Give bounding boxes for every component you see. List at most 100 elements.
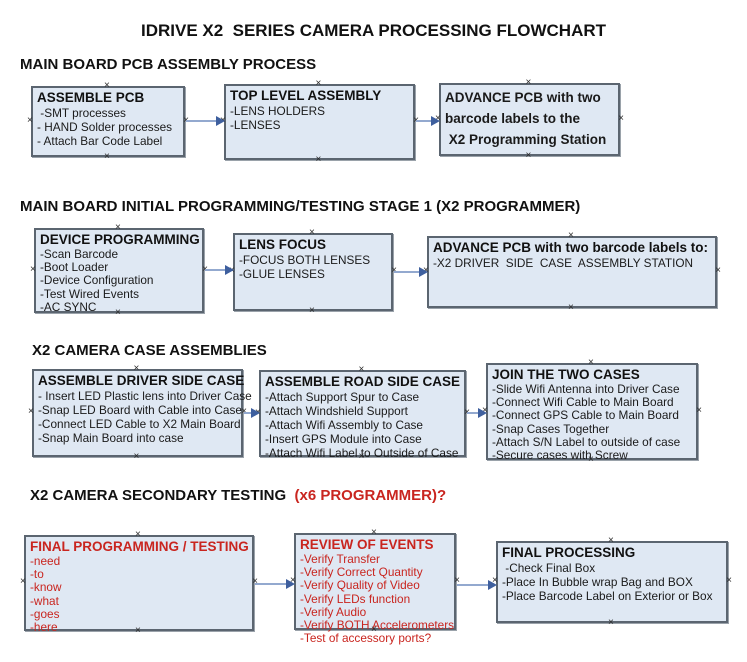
flow-arrow-icon xyxy=(205,265,234,275)
connector-point-icon xyxy=(134,452,140,462)
connector-point-icon xyxy=(371,528,377,538)
connector-point-icon xyxy=(115,223,121,233)
box-line: - Insert LED Plastic lens into Driver Ca… xyxy=(38,389,252,403)
box-line: -Attach Wifi Label to Outside of Case xyxy=(265,446,459,460)
flow-box-device-programming: DEVICE PROGRAMMING -Scan Barcode -Boot L… xyxy=(34,228,204,314)
box-line: -Device Configuration xyxy=(40,273,154,288)
box-line: -know xyxy=(30,580,62,595)
box-title: TOP LEVEL ASSEMBLY xyxy=(230,88,382,103)
connector-point-icon xyxy=(134,364,140,374)
section-header-case-assemblies: X2 CAMERA CASE ASSEMBLIES xyxy=(32,342,267,359)
connector-point-icon xyxy=(104,152,110,162)
flow-box-assemble-pcb: ASSEMBLE PCB -SMT processes - HAND Solde… xyxy=(31,86,185,157)
box-line: -Verify Audio xyxy=(300,604,367,619)
connector-point-icon xyxy=(135,530,141,540)
flow-arrow-icon xyxy=(244,408,260,418)
connector-point-icon xyxy=(568,303,574,313)
box-line: -Attach Support Spur to Case xyxy=(265,390,420,404)
connector-point-icon xyxy=(608,536,614,546)
box-line: -Verify Correct Quantity xyxy=(300,565,423,580)
connector-point-icon xyxy=(359,365,365,375)
connector-point-icon xyxy=(608,618,614,628)
box-line: -Attach Windshield Support xyxy=(265,404,408,418)
connector-point-icon xyxy=(715,266,721,276)
flow-arrow-icon xyxy=(467,408,487,418)
box-line: -Connect LED Cable to X2 Main Board xyxy=(38,417,241,431)
connector-point-icon xyxy=(568,231,574,241)
box-line: -Verify BOTH Accelerometers xyxy=(300,618,455,633)
flow-box-final-processing: FINAL PROCESSING -Check Final Box -Place… xyxy=(496,541,728,623)
box-title: FINAL PROGRAMMING / TESTING xyxy=(30,539,249,554)
box-line: -Secure cases with Screw xyxy=(492,448,628,463)
connector-point-icon xyxy=(30,265,36,275)
box-title: DEVICE PROGRAMMING xyxy=(40,232,200,247)
section-header-pcb-assembly: MAIN BOARD PCB ASSEMBLY PROCESS xyxy=(20,56,317,73)
box-title: ASSEMBLE PCB xyxy=(37,90,145,105)
box-line: -Attach S/N Label to outside of case xyxy=(492,434,681,449)
box-line: -Connect GPS Cable to Main Board xyxy=(492,408,679,423)
connector-point-icon xyxy=(316,79,322,89)
flow-box-assemble-driver-side-case: ASSEMBLE DRIVER SIDE CASE - Insert LED P… xyxy=(32,369,252,457)
section-header-red-part: (x6 PROGRAMMER)? xyxy=(286,487,447,504)
box-line: -Check Final Box xyxy=(502,561,596,575)
connector-point-icon xyxy=(252,577,258,587)
flow-arrow-icon xyxy=(457,580,497,590)
box-line: -Test Wired Events xyxy=(40,286,139,301)
box-line: -Snap Main Board into case xyxy=(38,431,184,445)
box-line: -Attach Wifi Assembly to Case xyxy=(265,418,423,432)
section-header-initial-programming: MAIN BOARD INITIAL PROGRAMMING/TESTING S… xyxy=(20,198,581,215)
connector-point-icon xyxy=(696,406,702,416)
flow-box-final-programming-testing: FINAL PROGRAMMING / TESTING -need -to -k… xyxy=(24,535,254,635)
box-line: ADVANCE PCB with two xyxy=(445,90,601,105)
flow-box-join-the-two-cases: JOIN THE TWO CASES -Slide Wifi Antenna i… xyxy=(486,363,698,463)
box-line: - Attach Bar Code Label xyxy=(37,134,163,148)
connector-point-icon xyxy=(588,455,594,465)
flow-arrow-icon xyxy=(186,116,225,126)
flow-arrow-icon xyxy=(394,267,428,277)
box-line: -here xyxy=(30,620,58,635)
page-title: IDRIVE X2 SERIES CAMERA PROCESSING FLOWC… xyxy=(140,21,607,40)
box-line: -Slide Wifi Antenna into Driver Case xyxy=(492,382,680,396)
connector-point-icon xyxy=(309,228,315,238)
flow-box-lens-focus: LENS FOCUS -FOCUS BOTH LENSES -GLUE LENS… xyxy=(233,233,393,311)
box-line: -what xyxy=(30,593,59,608)
box-line: -Place In Bubble wrap Bag and BOX xyxy=(502,575,693,589)
box-line: -need xyxy=(30,554,61,568)
box-line: -Boot Loader xyxy=(40,260,109,275)
box-line: -SMT processes xyxy=(37,106,126,120)
connector-point-icon xyxy=(135,626,141,636)
connector-point-icon xyxy=(526,78,532,88)
box-line: -Verify LEDs function xyxy=(300,591,411,606)
box-line: -X2 DRIVER SIDE CASE ASSEMBLY STATION xyxy=(433,256,694,270)
box-line: barcode labels to the xyxy=(445,111,581,126)
box-line: -LENS HOLDERS xyxy=(230,104,326,118)
connector-point-icon xyxy=(104,81,110,91)
box-title: LENS FOCUS xyxy=(239,237,327,252)
connector-point-icon xyxy=(371,625,377,635)
connector-point-icon xyxy=(726,576,732,586)
connector-point-icon xyxy=(20,577,26,587)
box-title: REVIEW OF EVENTS xyxy=(300,537,434,552)
section-header-black-part: X2 CAMERA SECONDARY TESTING xyxy=(30,487,287,504)
connector-point-icon xyxy=(27,116,33,126)
box-line: -Snap LED Board with Cable into Case xyxy=(38,403,242,417)
box-title: JOIN THE TWO CASES xyxy=(492,367,640,382)
connector-point-icon xyxy=(115,308,121,318)
box-line: -Snap Cases Together xyxy=(492,421,610,436)
box-line: -to xyxy=(30,567,44,582)
box-line: X2 Programming Station xyxy=(445,132,607,147)
box-line: -goes xyxy=(30,606,60,621)
connector-point-icon xyxy=(526,151,532,161)
box-title: FINAL PROCESSING xyxy=(502,545,636,560)
box-line: -LENSES xyxy=(230,118,281,132)
flow-arrow-icon xyxy=(255,579,295,589)
flow-arrow-icon xyxy=(416,116,440,126)
box-line: -Verify Transfer xyxy=(300,552,380,566)
box-line: -Insert GPS Module into Case xyxy=(265,432,422,446)
connector-point-icon xyxy=(618,114,624,124)
connector-point-icon xyxy=(28,407,34,417)
box-title: ASSEMBLE DRIVER SIDE CASE xyxy=(38,373,245,388)
section-header-secondary-testing: X2 CAMERA SECONDARY TESTING (x6 PROGRAMM… xyxy=(30,487,446,504)
box-line: -Place Barcode Label on Exterior or Box xyxy=(502,589,713,603)
